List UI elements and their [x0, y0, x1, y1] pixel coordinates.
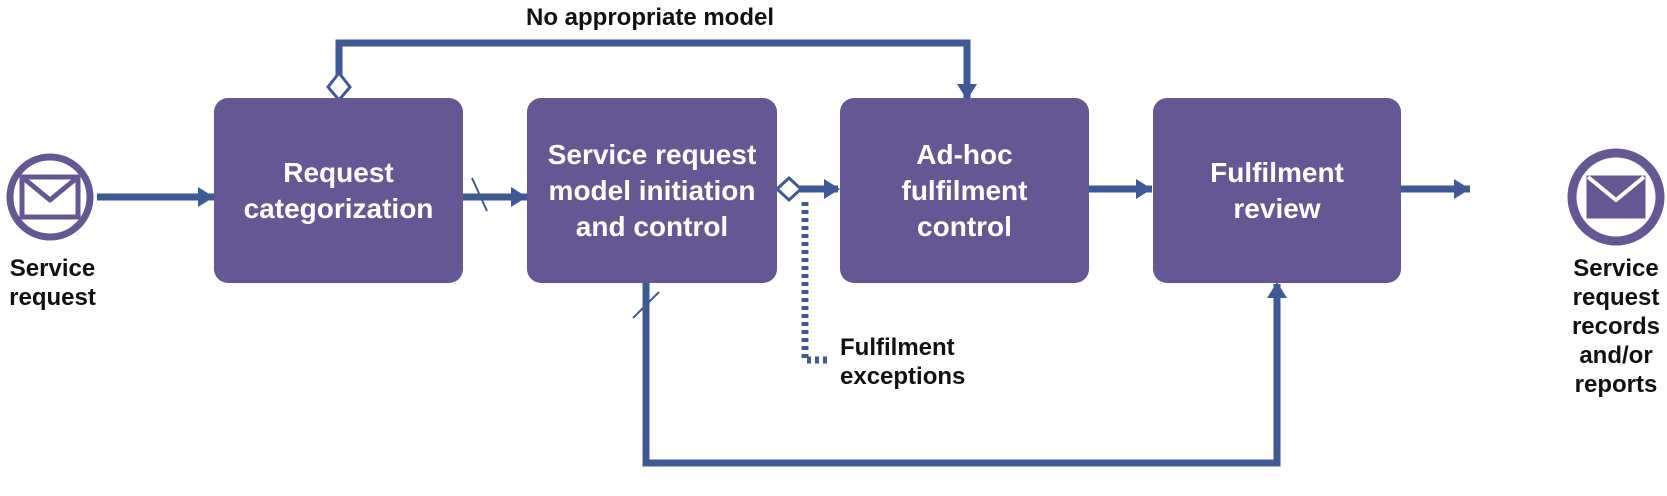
arrowhead	[198, 187, 214, 207]
no-appropriate-model-label: No appropriate model	[525, 4, 775, 31]
flow-no-appropriate-model	[326, 39, 977, 103]
arrowhead	[957, 84, 977, 100]
envelope-icon	[19, 174, 81, 220]
activity-fulfilment-review: Fulfilment review	[1153, 98, 1401, 283]
activity-label: Request categorization	[243, 156, 434, 224]
activity-request-categorization: Request categorization	[214, 98, 463, 283]
arrowhead	[511, 187, 527, 207]
start-event-label: Service request	[9, 255, 96, 311]
flow-initiation-to-review	[632, 282, 1287, 467]
fulfilment-exceptions-label: Fulfilment exceptions	[840, 334, 966, 390]
flow-adhoc-to-review	[1088, 179, 1152, 199]
activity-label: Ad-hoc fulfilment control	[901, 138, 1028, 242]
arrowhead	[1267, 282, 1287, 298]
flow-fulfilment-exceptions	[801, 202, 830, 364]
flow-start-to-categorization	[97, 187, 214, 207]
diamond-gateway-icon	[326, 70, 352, 103]
arrowhead	[824, 179, 840, 199]
activity-adhoc-fulfilment-control: Ad-hoc fulfilment control	[840, 98, 1089, 283]
envelope-icon	[1586, 175, 1646, 219]
arrowhead	[1136, 179, 1152, 199]
activity-label: Fulfilment review	[1210, 156, 1344, 224]
activity-model-initiation-and-control: Service request model initiation and con…	[527, 98, 777, 283]
default-flow-marker	[632, 291, 660, 319]
start-event	[6, 153, 94, 241]
diamond-gateway-icon	[774, 175, 804, 203]
default-flow-marker	[471, 177, 488, 212]
flow-categorization-to-initiation	[462, 177, 527, 212]
end-event	[1567, 148, 1665, 246]
end-event-label: Service request records and/or reports	[1571, 255, 1661, 398]
flow-review-to-end	[1400, 179, 1470, 199]
flow-initiation-to-adhoc	[774, 175, 840, 203]
arrowhead	[1454, 179, 1470, 199]
activity-label: Service request model initiation and con…	[547, 138, 757, 242]
